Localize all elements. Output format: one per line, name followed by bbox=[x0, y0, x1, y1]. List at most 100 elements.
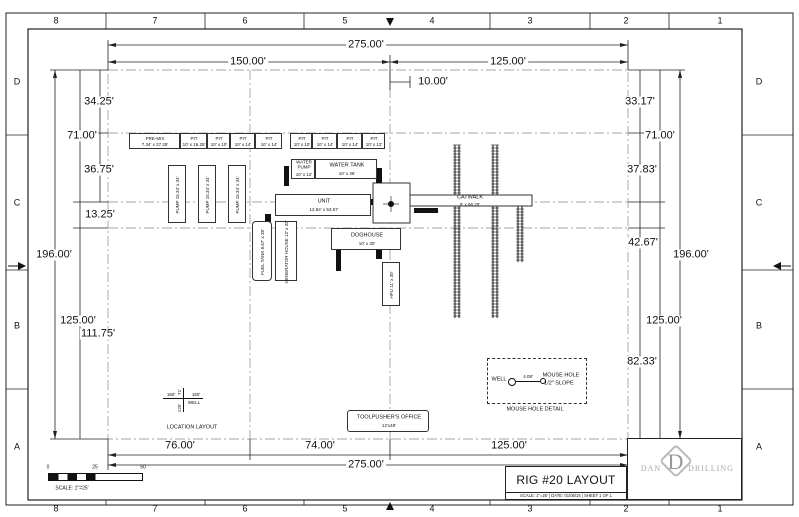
water-pump: WATER PUMP 10' x 12' bbox=[291, 159, 315, 179]
equipment-size: 10' x 14' bbox=[316, 141, 334, 147]
pit: PIT 10' x 16.25' bbox=[180, 133, 207, 149]
dim-right-196: 196.00' bbox=[672, 248, 710, 261]
dim-bottom-74: 74.00' bbox=[303, 439, 337, 452]
zone-label: 4 bbox=[429, 15, 435, 26]
dim-left-36: 36.75' bbox=[83, 163, 115, 176]
location-west: 150' bbox=[166, 391, 176, 397]
equipment-size: 7.34' x 27.25' bbox=[141, 141, 169, 147]
equipment-size: 10' x 14' bbox=[341, 141, 359, 147]
zone-label: 3 bbox=[527, 503, 533, 514]
fuel-tank: FUEL TANK 8.67' x 38' bbox=[252, 221, 272, 281]
equipment-size: 12.84' x 53.67' bbox=[309, 206, 339, 212]
zone-label: 2 bbox=[623, 15, 629, 26]
equipment-size: 10' x 10' bbox=[293, 141, 311, 147]
premix-tank: PRE-MIX 7.34' x 27.25' bbox=[129, 133, 180, 149]
zone-label: C bbox=[755, 197, 763, 208]
zone-label: B bbox=[13, 320, 21, 331]
scale-caption: SCALE: 1"=25' bbox=[55, 485, 89, 492]
dim-left-196: 196.00' bbox=[35, 248, 73, 261]
equipment-size: 10' x 10' bbox=[210, 141, 228, 147]
unit: UNIT 12.84' x 53.67' bbox=[275, 194, 371, 216]
pit: PIT 10' x 14' bbox=[255, 133, 282, 149]
zone-label: 6 bbox=[242, 15, 248, 26]
equipment-name: WATER PUMP bbox=[296, 159, 312, 169]
location-south: 125' bbox=[176, 403, 182, 413]
equipment-label: PUMP 15.34' x 34' bbox=[234, 176, 240, 214]
equipment-size: 10' x 30' bbox=[358, 240, 376, 246]
equipment-name: DOGHOUSE bbox=[350, 232, 384, 239]
scale-tick: 0 bbox=[46, 464, 50, 471]
pump: PUMP 15.34' x 34' bbox=[168, 165, 186, 223]
catwalk-tracks bbox=[454, 145, 523, 318]
dim-left-13: 13.25' bbox=[84, 208, 116, 221]
zone-label: 5 bbox=[342, 15, 348, 26]
dim-offset: 10.00' bbox=[416, 75, 450, 88]
dim-left-111: 111.75' bbox=[79, 327, 117, 340]
drawing-title: RIG #20 LAYOUT bbox=[516, 473, 616, 487]
pit: PIT 10' x 14' bbox=[337, 133, 362, 149]
location-layout-caption: LOCATION LAYOUT bbox=[166, 424, 218, 431]
equipment-size: 10' x 12' bbox=[365, 141, 383, 147]
hpu: HPU 11' x 30' bbox=[382, 262, 400, 306]
equipment-label: FUEL TANK 8.67' x 38' bbox=[259, 229, 265, 275]
dim-right-82: 82.33' bbox=[626, 355, 658, 368]
location-north: 71' bbox=[176, 389, 182, 395]
location-v-line bbox=[183, 388, 184, 412]
dim-right-37: 37.83' bbox=[626, 163, 658, 176]
catwalk-size: 6' x 66.25' bbox=[459, 201, 481, 207]
dim-right-width: 125.00' bbox=[488, 55, 528, 68]
doghouse: DOGHOUSE 10' x 30' bbox=[331, 228, 401, 250]
equipment-size: 10' x 14' bbox=[260, 141, 278, 147]
equipment-name: PIT bbox=[321, 135, 329, 141]
dim-left-width: 150.00' bbox=[228, 55, 268, 68]
mouse-hole-caption: MOUSE HOLE DETAIL bbox=[506, 406, 564, 413]
zone-label: 7 bbox=[152, 15, 158, 26]
zone-label: 7 bbox=[152, 503, 158, 514]
scale-tick: 50 bbox=[140, 464, 146, 471]
equipment-name: PIT bbox=[239, 135, 247, 141]
dim-total-bottom: 275.00' bbox=[346, 458, 386, 471]
logo-block bbox=[627, 438, 742, 500]
zone-label: B bbox=[755, 320, 763, 331]
zone-label: A bbox=[755, 441, 763, 452]
location-well: WELL bbox=[187, 399, 201, 405]
pit: PIT 10' x 10' bbox=[207, 133, 230, 149]
toolpushers-office: TOOLPUSHER'S OFFICE 12'x48' bbox=[347, 410, 429, 432]
pump: PUMP 15.34' x 34' bbox=[198, 165, 216, 223]
catwalk-label: CATWALK bbox=[457, 194, 483, 201]
title-info: SCALE: 1"=25' | DATE: 01/05/15 | SHEET 1… bbox=[520, 492, 612, 498]
catwalk-ticks bbox=[453, 144, 524, 317]
water-tank: WATER TANK 10' x 36' bbox=[315, 159, 377, 179]
equipment-name: UNIT bbox=[317, 198, 331, 205]
zone-label: C bbox=[13, 197, 21, 208]
zone-label: D bbox=[755, 76, 763, 87]
equipment-label: PUMP 15.34' x 34' bbox=[174, 176, 180, 214]
zone-label: 1 bbox=[717, 15, 723, 26]
equipment-name: PIT bbox=[370, 135, 378, 141]
pit: PIT 10' x 10' bbox=[290, 133, 312, 149]
logo-text-left: DAN bbox=[640, 464, 662, 473]
generator-house: GENERATOR HOUSE 12' x 32' bbox=[275, 220, 297, 284]
pump: PUMP 15.34' x 34' bbox=[228, 165, 246, 223]
zone-label: 1 bbox=[717, 503, 723, 514]
zone-label: D bbox=[13, 76, 21, 87]
equipment-name: PIT bbox=[215, 135, 223, 141]
dimension-lines bbox=[50, 40, 685, 470]
inner-frame bbox=[27, 28, 743, 501]
equipment-name: PRE-MIX bbox=[145, 135, 165, 141]
dim-total-top: 275.00' bbox=[346, 38, 386, 51]
mouse-hole-dim-line bbox=[516, 381, 540, 382]
equipment-name: PIT bbox=[190, 135, 198, 141]
zone-label: 6 bbox=[242, 503, 248, 514]
scale-tick: 25 bbox=[92, 464, 98, 471]
dim-left-71: 71.00' bbox=[66, 129, 98, 142]
well-icon bbox=[508, 378, 516, 386]
equipment-name: PIT bbox=[346, 135, 354, 141]
pit: PIT 10' x 14' bbox=[230, 133, 255, 149]
mouse-hole-label: MOUSE HOLE bbox=[542, 372, 580, 379]
zone-label: 4 bbox=[429, 503, 435, 514]
center-arrows bbox=[8, 18, 791, 510]
equipment-label: GENERATOR HOUSE 12' x 32' bbox=[283, 220, 289, 284]
equipment-name: WATER TANK bbox=[329, 162, 365, 169]
